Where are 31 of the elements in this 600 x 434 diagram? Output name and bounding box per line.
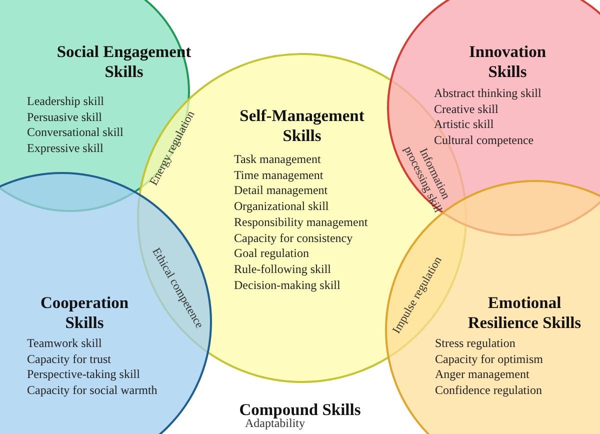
skill-item: Capacity for optimism bbox=[435, 352, 543, 366]
skill-item: Time management bbox=[234, 168, 324, 183]
skill-item: Confidence regulation bbox=[435, 382, 542, 398]
skill-item: Task management bbox=[234, 152, 321, 167]
circle-title: Cooperation Skills bbox=[40, 293, 130, 333]
skill-item: Creative skill bbox=[434, 102, 498, 116]
circle-title: Self-Management Skills bbox=[238, 106, 366, 146]
skill-item: Anger management bbox=[435, 367, 530, 382]
skill-item: Rule-following skill bbox=[234, 262, 331, 277]
section-heading: Compound Skills bbox=[238, 401, 362, 419]
circle-title: Emotional Resilience Skills bbox=[466, 293, 582, 333]
circle-title: Innovation Skills bbox=[468, 42, 548, 82]
skill-item: Expressive skill bbox=[27, 140, 104, 156]
skill-item: Responsibility management bbox=[234, 214, 368, 230]
skill-item: Teamwork skill bbox=[27, 336, 102, 351]
skill-item: Artistic skill bbox=[434, 117, 494, 132]
skill-item: Decision-making skill bbox=[234, 278, 340, 293]
skill-item: Conversational skill bbox=[27, 125, 124, 140]
skill-item: Cultural competence bbox=[434, 132, 534, 148]
skill-item: Capacity for social warmth bbox=[27, 382, 158, 398]
skill-item: Adaptability bbox=[245, 417, 305, 430]
skill-item: Organizational skill bbox=[234, 199, 329, 214]
skill-item: Abstract thinking skill bbox=[434, 86, 542, 101]
skill-item: Stress regulation bbox=[435, 336, 516, 351]
skill-item: Persuasive skill bbox=[27, 110, 102, 124]
skill-item: Detail management bbox=[234, 183, 328, 198]
skill-item: Leadership skill bbox=[27, 94, 104, 109]
skill-item: Goal regulation bbox=[234, 246, 309, 262]
skill-item: Perspective-taking skill bbox=[27, 367, 140, 382]
skill-item: Capacity for consistency bbox=[234, 230, 353, 246]
skill-item: Capacity for trust bbox=[27, 352, 111, 366]
